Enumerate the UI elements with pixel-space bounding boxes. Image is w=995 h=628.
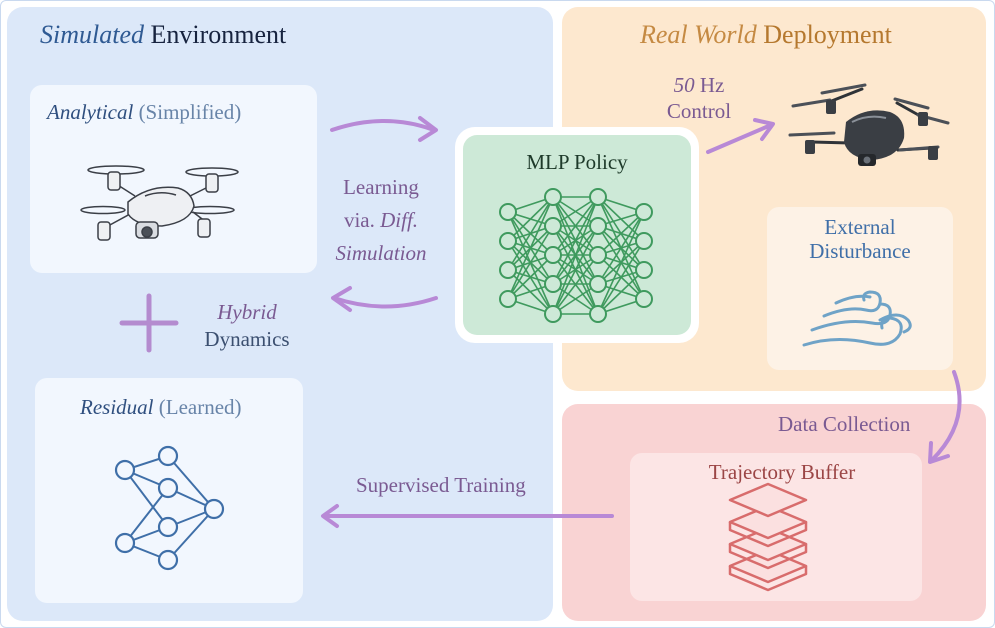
arrow-mlp-to-sim <box>331 286 438 312</box>
wind-icon <box>802 290 912 347</box>
simulated-environment-title: Simulated Environment <box>40 20 287 49</box>
analytical-card <box>30 85 317 273</box>
control-rate-label: 50 Hz Control <box>666 73 732 123</box>
trajectory-buffer-label: Trajectory Buffer <box>708 460 856 484</box>
arrow-buffer-to-residual <box>321 504 614 528</box>
neural-network-icon <box>114 445 225 571</box>
stack-layers-icon <box>728 482 808 592</box>
learning-label: Learning via. Diff. Simulation <box>335 175 427 265</box>
analytical-label: Analytical (Simplified) <box>47 100 242 124</box>
plus-icon <box>119 293 179 353</box>
real-world-deployment-title: Real World Deployment <box>640 20 892 49</box>
hybrid-dynamics-label: Hybrid Dynamics <box>204 300 290 351</box>
mlp-policy-label: MLP Policy <box>526 150 628 174</box>
external-disturbance-card <box>767 207 953 370</box>
arrow-mlp-to-drone <box>706 118 775 154</box>
arrow-sim-to-mlp <box>330 116 438 142</box>
external-disturbance-label: External Disturbance <box>809 215 911 263</box>
drone-photo-icon <box>788 83 950 166</box>
mlp-network-icon <box>499 188 653 323</box>
supervised-training-label: Supervised Training <box>356 473 526 497</box>
data-collection-label: Data Collection <box>778 412 911 436</box>
residual-label: Residual (Learned) <box>80 395 242 419</box>
drone-sketch-icon <box>80 165 239 241</box>
arrow-real-to-data <box>928 370 962 464</box>
